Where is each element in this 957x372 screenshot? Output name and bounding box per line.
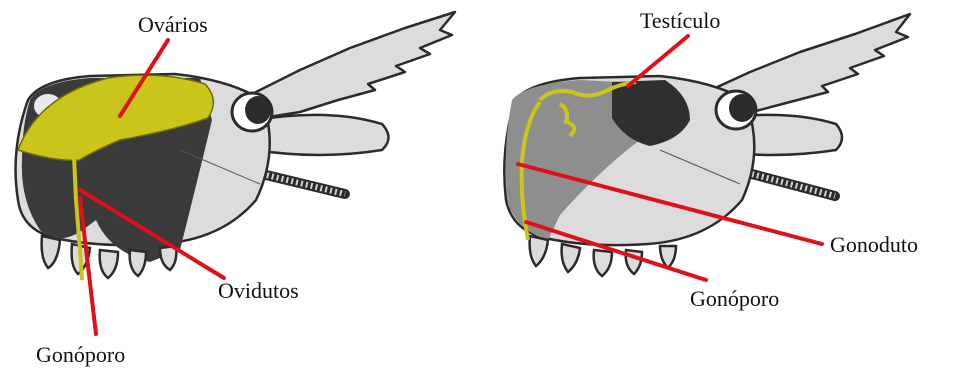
male-eye [716,91,756,129]
female-shrimp-figure [16,12,455,280]
label-ovaries: Ovários [138,12,208,37]
female-eye [232,93,272,131]
label-testicle: Testículo [640,8,720,33]
female-antenna-scale [255,115,389,155]
female-antenna [262,174,345,194]
male-antenna [752,174,835,196]
label-male-gonopore: Gonóporo [690,286,779,311]
label-gonoduct: Gonoduto [830,232,918,257]
female-rostrum [250,12,455,118]
label-female-gonopore: Gonóporo [36,342,125,367]
label-oviducts: Ovidutos [218,278,299,303]
